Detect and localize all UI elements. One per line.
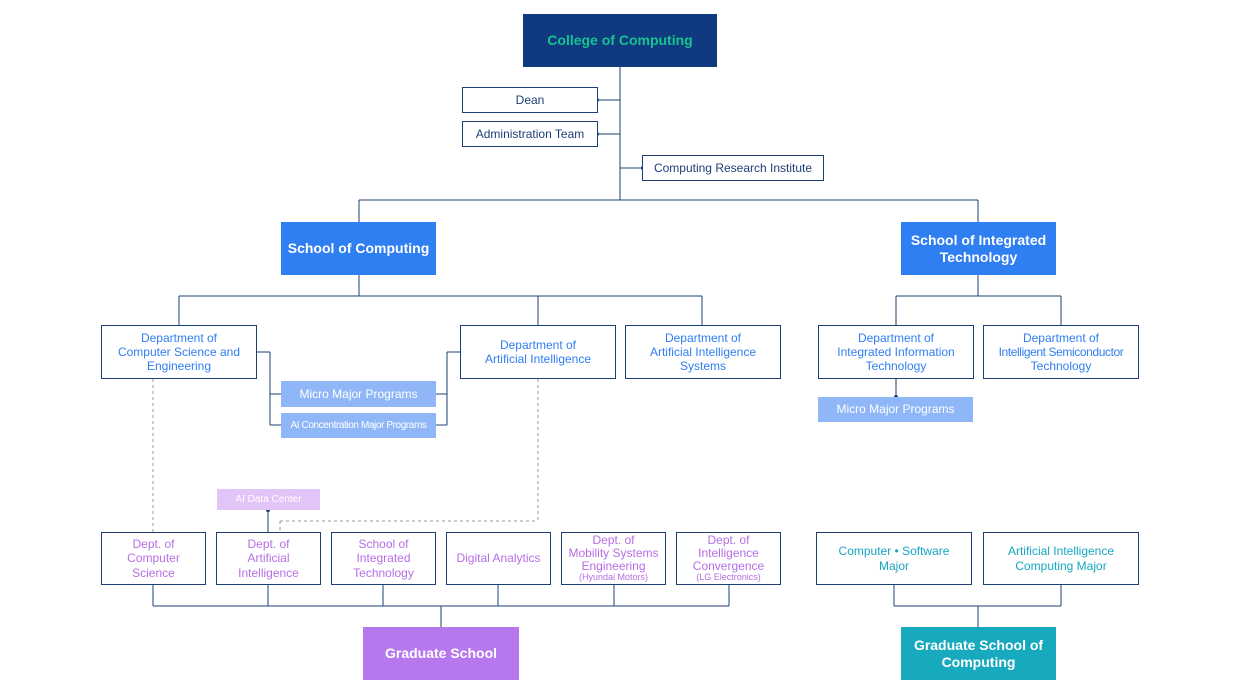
grad-sit-line2: Integrated (356, 551, 411, 566)
grad-dept-cs-line1: Dept. of (132, 537, 175, 552)
dean-box[interactable]: Dean (462, 87, 598, 113)
dept-iit-line2: Integrated Information (837, 344, 955, 359)
administration-team-label: Administration Team (475, 126, 585, 141)
dept-ist-line3: Technology (1030, 359, 1092, 374)
computer-software-major-box[interactable]: Computer • Software Major (816, 532, 972, 585)
grad-mobility-line2: Mobility Systems (568, 546, 659, 561)
computing-research-institute-box[interactable]: Computing Research Institute (642, 155, 824, 181)
school-integrated-title-line2: Technology (939, 248, 1018, 265)
dept-integrated-information-technology-box[interactable]: Department of Integrated Information Tec… (818, 325, 974, 379)
school-integrated-title-line1: School of Integrated (910, 231, 1047, 248)
cs-major-line1: Computer • Software (838, 544, 950, 559)
dept-ai-line1: Department of (499, 337, 577, 352)
integrated-micro-major-label: Micro Major Programs (836, 402, 955, 417)
grad-dept-ai-line1: Dept. of (247, 537, 290, 552)
school-of-computing-title: School of Computing (287, 240, 430, 257)
dept-cse-line2: Computer Science and (117, 344, 241, 359)
micro-major-programs-label: Micro Major Programs (299, 386, 418, 401)
grad-digital-analytics-label: Digital Analytics (456, 551, 541, 566)
dept-cse-line1: Department of (140, 330, 218, 345)
grad-dept-artificial-intelligence-box[interactable]: Dept. of Artificial Intelligence (216, 532, 321, 585)
ai-major-line1: Artificial Intelligence (1007, 544, 1115, 559)
cs-major-line2: Major (878, 558, 909, 573)
school-of-computing-box[interactable]: School of Computing (281, 222, 436, 275)
ai-concentration-major-programs-box[interactable]: AI Concentration Major Programs (281, 413, 436, 438)
grad-convergence-line2: Intelligence (698, 546, 759, 561)
grad-dept-intelligence-convergence-box[interactable]: Dept. of Intelligence Convergence (LG El… (676, 532, 781, 585)
grad-sit-line1: School of (358, 537, 409, 552)
ai-data-center-box[interactable]: AI Data Center (217, 489, 320, 510)
gsc-title-line2: Computing (941, 653, 1016, 670)
micro-major-programs-box[interactable]: Micro Major Programs (281, 381, 436, 407)
grad-mobility-line3: Engineering (581, 559, 646, 574)
graduate-school-title: Graduate School (384, 645, 498, 662)
ai-major-line2: Computing Major (1015, 558, 1107, 573)
graduate-school-of-computing-box[interactable]: Graduate School of Computing (901, 627, 1056, 680)
dept-ai-systems-box[interactable]: Department of Artificial Intelligence Sy… (625, 325, 781, 379)
ai-data-center-label: AI Data Center (235, 493, 302, 505)
ai-computing-major-box[interactable]: Artificial Intelligence Computing Major (983, 532, 1139, 585)
grad-mobility-line1: Dept. of (592, 533, 635, 548)
graduate-school-box[interactable]: Graduate School (363, 627, 519, 680)
grad-school-integrated-technology-box[interactable]: School of Integrated Technology (331, 532, 436, 585)
dept-computer-science-engineering-box[interactable]: Department of Computer Science and Engin… (101, 325, 257, 379)
college-title: College of Computing (547, 32, 693, 49)
ai-concentration-label: AI Concentration Major Programs (290, 419, 427, 431)
grad-dept-computer-science-box[interactable]: Dept. of Computer Science (101, 532, 206, 585)
grad-dept-cs-line3: Science (132, 565, 175, 580)
dept-ais-line2: Artificial Intelligence (649, 344, 757, 359)
grad-mobility-note: (Hyundai Motors) (578, 572, 649, 583)
grad-dept-cs-line2: Computer (127, 551, 180, 566)
dean-label: Dean (515, 92, 545, 107)
dept-ist-line2: Intelligent Semiconductor (998, 344, 1124, 359)
grad-convergence-line3: Convergence (692, 559, 765, 574)
dept-ais-line1: Department of (664, 330, 742, 345)
integrated-micro-major-programs-box[interactable]: Micro Major Programs (818, 397, 973, 422)
computing-research-institute-label: Computing Research Institute (653, 160, 813, 175)
grad-sit-line3: Technology (353, 565, 414, 580)
college-of-computing-box[interactable]: College of Computing (523, 14, 717, 67)
dept-iit-line3: Technology (865, 359, 927, 374)
grad-convergence-line1: Dept. of (707, 533, 750, 548)
dept-ais-line3: Systems (679, 359, 726, 374)
dept-iit-line1: Department of (857, 330, 935, 345)
gsc-title-line1: Graduate School of (913, 636, 1044, 653)
dept-ai-line2: Artificial Intelligence (484, 352, 592, 366)
grad-convergence-note: (LG Electronics) (696, 572, 761, 583)
dept-cse-line3: Engineering (146, 359, 212, 374)
grad-dept-mobility-systems-box[interactable]: Dept. of Mobility Systems Engineering (H… (561, 532, 666, 585)
dept-artificial-intelligence-box[interactable]: Department of Artificial Intelligence (460, 325, 616, 379)
administration-team-box[interactable]: Administration Team (462, 121, 598, 147)
dept-intelligent-semiconductor-technology-box[interactable]: Department of Intelligent Semiconductor … (983, 325, 1139, 379)
dept-ist-line1: Department of (1022, 330, 1100, 345)
grad-dept-ai-line2: Artificial (247, 551, 290, 566)
school-of-integrated-technology-box[interactable]: School of Integrated Technology (901, 222, 1056, 275)
grad-digital-analytics-box[interactable]: Digital Analytics (446, 532, 551, 585)
grad-dept-ai-line3: Intelligence (238, 565, 299, 580)
